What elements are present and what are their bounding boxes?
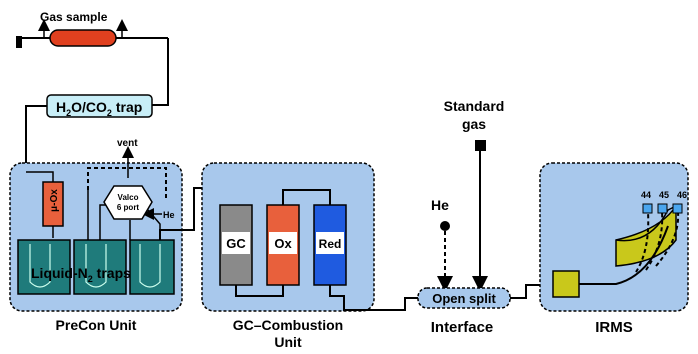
interface: Standard gas He Open split Interface bbox=[417, 98, 553, 336]
mass-45-label: 45 bbox=[659, 190, 669, 200]
liquid-trap-3 bbox=[129, 239, 175, 295]
gc-column-label: GC bbox=[226, 236, 246, 251]
ion-source-icon bbox=[552, 270, 580, 298]
ox-to-red-line bbox=[282, 189, 331, 205]
standard-gas-label-1: Standard bbox=[444, 98, 505, 114]
vent-label: vent bbox=[117, 138, 138, 149]
precon-unit-label: PreCon Unit bbox=[56, 317, 137, 333]
muox-top-line bbox=[26, 171, 54, 182]
liquid-traps-label: Liquid-N2 traps bbox=[31, 265, 131, 284]
gc-unit-label-1: GC–Combustion bbox=[233, 317, 343, 333]
liquid-trap-1 bbox=[17, 239, 71, 295]
magnet-edge bbox=[615, 205, 677, 242]
gas-sample-group: Gas sample bbox=[16, 10, 169, 106]
valco-he-label: He bbox=[163, 210, 175, 220]
valco-valve-icon bbox=[103, 185, 153, 220]
trap-loop-2 bbox=[85, 244, 107, 288]
collector-44-icon bbox=[642, 203, 653, 214]
open-split-label: Open split bbox=[432, 291, 496, 306]
mu-ox-label: μ-Ox bbox=[49, 189, 60, 212]
beam-45 bbox=[645, 211, 664, 271]
gc-combustion-unit: GC Ox Red GC–Combustion Unit bbox=[201, 162, 418, 350]
liquid-trap-2 bbox=[73, 239, 127, 295]
sample-valve-icon bbox=[16, 36, 22, 48]
interface-he-label: He bbox=[431, 197, 449, 213]
standard-gas-label-2: gas bbox=[462, 116, 486, 132]
beam-44 bbox=[635, 211, 650, 273]
red-reactor-label: Red bbox=[319, 237, 342, 251]
irms-unit: 44 45 46 IRMS bbox=[539, 162, 689, 336]
precon-unit: μ-Ox vent He Valco 6 port Liquid-N2 trap… bbox=[9, 138, 183, 333]
red-to-split-line bbox=[329, 285, 418, 311]
trap-loop-1 bbox=[29, 244, 51, 288]
ox-label-bg bbox=[269, 232, 297, 254]
open-split-box bbox=[417, 287, 511, 309]
collector-46-icon bbox=[672, 203, 683, 214]
ox-reactor-label: Ox bbox=[274, 236, 292, 251]
gc-unit-label-2: Unit bbox=[274, 334, 302, 350]
gc-to-ox-line bbox=[235, 285, 284, 297]
trap-label: H2O/CO2 trap bbox=[56, 99, 142, 118]
irms-label: IRMS bbox=[595, 319, 633, 336]
red-label-bg bbox=[316, 232, 344, 254]
valco-label-1: Valco bbox=[118, 193, 139, 202]
trap-loop-3 bbox=[139, 244, 161, 288]
he-source-icon bbox=[440, 221, 450, 231]
dashed-loop bbox=[87, 167, 167, 200]
mass-46-label: 46 bbox=[677, 190, 687, 200]
gas-sample-label: Gas sample bbox=[40, 10, 108, 24]
mass-44-label: 44 bbox=[641, 190, 651, 200]
standard-gas-source-icon bbox=[475, 140, 486, 151]
sample-canister-icon bbox=[49, 29, 117, 47]
valco-label-2: 6 port bbox=[117, 203, 140, 212]
gc-label-bg bbox=[222, 232, 250, 254]
sample-to-trap-line bbox=[152, 38, 169, 106]
collector-45-icon bbox=[657, 203, 668, 214]
ion-beam-line bbox=[579, 225, 669, 285]
interface-label: Interface bbox=[431, 319, 494, 336]
